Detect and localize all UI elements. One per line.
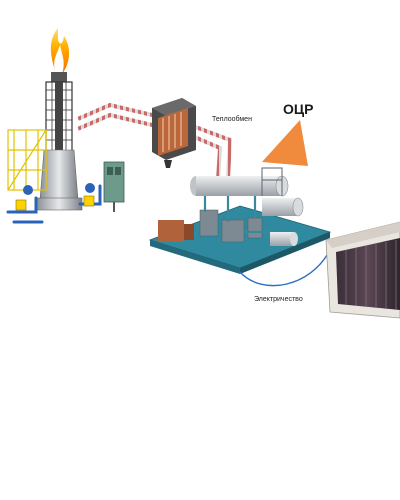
orc-label: ОЦР: [283, 101, 313, 117]
heat-pipes: [77, 102, 233, 183]
heat-exchanger-icon: [152, 98, 196, 168]
battery-storage-icon: [325, 221, 400, 319]
electricity-label: Электричество: [254, 296, 303, 303]
flare-stack-icon: [6, 28, 125, 224]
orc-triangle-icon: [262, 120, 308, 166]
heat-exchange-label: Теплообмен: [212, 115, 252, 123]
electricity-line: [239, 249, 331, 287]
flame-icon: [50, 28, 70, 74]
orc-unit-icon: [148, 167, 332, 274]
